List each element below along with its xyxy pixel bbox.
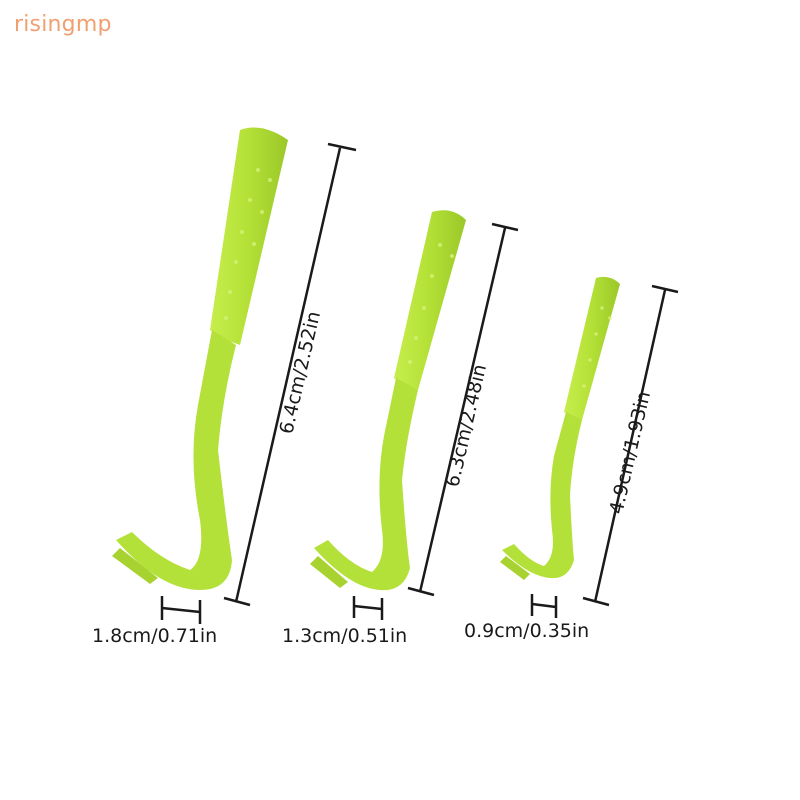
width-label-large: 1.8cm/0.71in: [92, 625, 217, 647]
width-dimension-medium: [352, 596, 384, 620]
width-label-medium: 1.3cm/0.51in: [282, 625, 407, 647]
width-dimension-large: [160, 596, 202, 624]
height-label-small: 4.9cm/1.93in: [605, 389, 655, 516]
tick-hook-medium: [310, 210, 466, 591]
height-label-medium: 6.3cm/2.48in: [441, 362, 491, 489]
height-label-large: 6.4cm/2.52in: [275, 309, 325, 436]
tick-hook-large: [112, 127, 288, 590]
width-dimension-small: [530, 594, 558, 618]
height-dimension-medium: [407, 222, 519, 597]
tick-hook-small: [500, 276, 620, 580]
width-label-small: 0.9cm/0.35in: [464, 620, 589, 642]
brand-watermark: risingmp: [14, 12, 112, 37]
height-dimension-large: [223, 142, 357, 607]
height-dimension-small: [582, 284, 679, 607]
